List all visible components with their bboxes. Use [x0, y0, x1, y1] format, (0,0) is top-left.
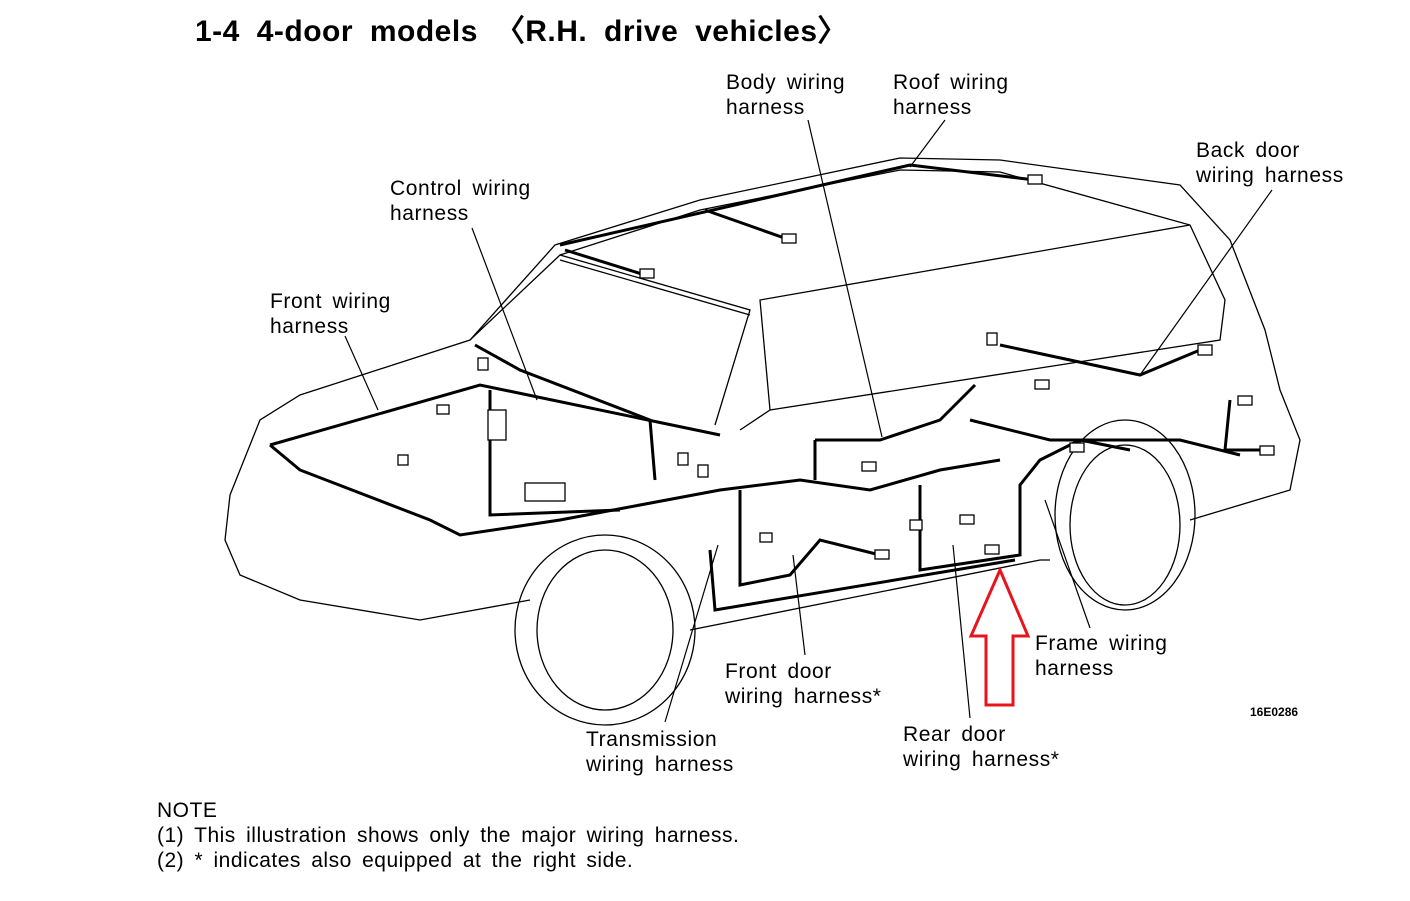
note-line: (1) This illustration shows only the maj…	[157, 824, 740, 847]
note: NOTE (1) This illustration shows only th…	[157, 798, 739, 873]
note-heading: NOTE	[157, 799, 218, 822]
figure-code: 16E0286	[1250, 705, 1299, 719]
page-title: 1-4 4-door models 〈R.H. drive vehicles〉	[195, 15, 849, 48]
leader-lines	[344, 119, 1273, 723]
front-wheel	[514, 534, 696, 726]
rear-wheel	[1054, 419, 1196, 611]
note-line: (2) * indicates also equipped at the rig…	[157, 849, 634, 872]
connectors	[397, 174, 1275, 560]
vehicle-outline	[224, 157, 1301, 631]
highlight-arrow	[968, 566, 1031, 707]
